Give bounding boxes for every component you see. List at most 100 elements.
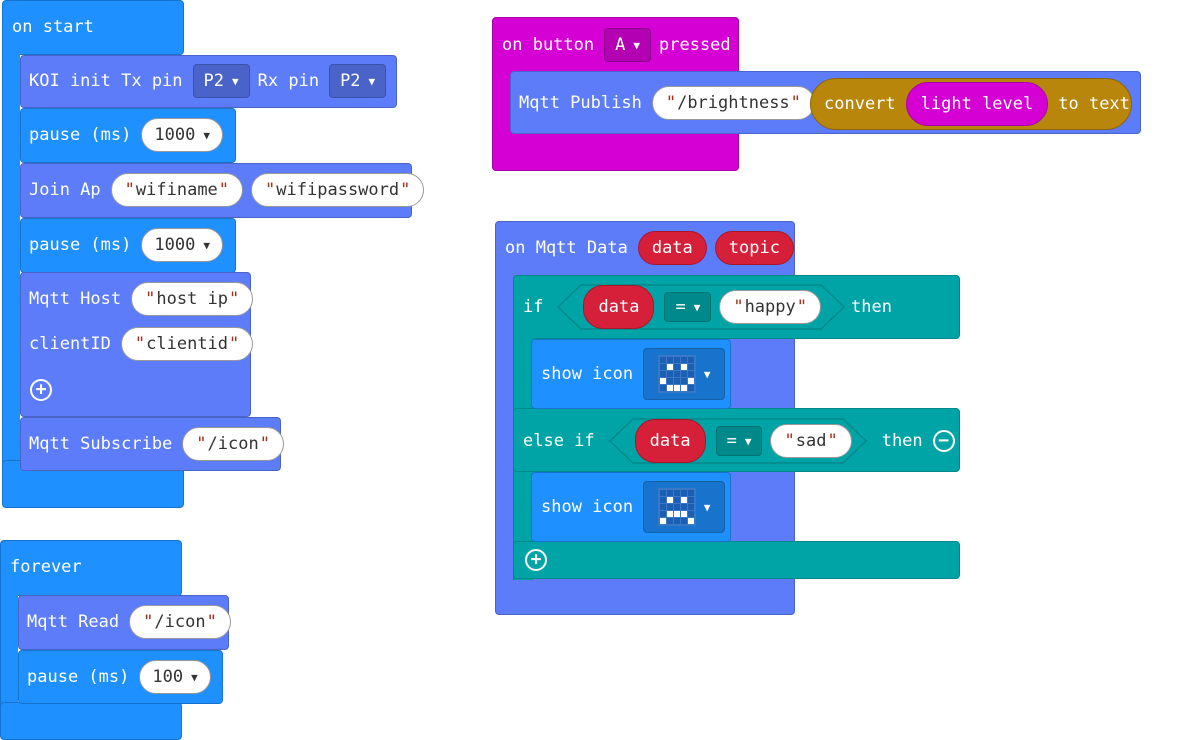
operator-dropdown[interactable]: =▼ <box>664 292 712 322</box>
ssid-value: wifiname <box>135 180 218 200</box>
led-off <box>673 497 680 503</box>
chevron-down-icon: ▼ <box>703 367 711 381</box>
led-off <box>687 364 694 370</box>
led-off <box>687 357 694 363</box>
led-off <box>659 364 666 370</box>
then-label: then <box>881 431 923 451</box>
rx-pin-value: P2 <box>340 71 361 91</box>
compare-block[interactable]: data =▼ "happy" <box>557 284 846 330</box>
pause-value: 1000 <box>154 125 196 145</box>
rx-pin-dropdown[interactable]: P2 ▼ <box>329 64 387 98</box>
icon-picker[interactable]: ▼ <box>643 348 726 400</box>
led-off <box>659 497 666 503</box>
led-on <box>680 364 687 370</box>
led-off <box>687 490 694 496</box>
topic-param[interactable]: topic <box>714 231 794 265</box>
pause-value-input[interactable]: 1000▼ <box>141 118 223 152</box>
icon-picker[interactable]: ▼ <box>643 481 726 533</box>
else-if-label: else if <box>523 431 595 451</box>
led-on <box>666 364 673 370</box>
tx-pin-dropdown[interactable]: P2▼ <box>192 64 250 98</box>
then-label: then <box>851 297 892 317</box>
convert-label: convert <box>824 94 896 114</box>
chevron-down-icon: ▼ <box>368 74 376 88</box>
led-on <box>680 497 687 503</box>
read-topic-input[interactable]: "/icon" <box>129 605 231 639</box>
data-variable[interactable]: data <box>634 419 706 463</box>
data-param-label: data <box>651 238 693 258</box>
operator-value: = <box>675 297 686 317</box>
led-off <box>666 504 673 510</box>
led-off <box>680 371 687 377</box>
host-input[interactable]: "host ip" <box>131 282 254 316</box>
publish-topic-value: /brightness <box>677 93 790 113</box>
led-off <box>687 385 694 391</box>
operator-dropdown[interactable]: =▼ <box>715 426 763 456</box>
led-off <box>659 511 666 517</box>
compare-value: happy <box>744 297 796 317</box>
led-off <box>680 504 687 510</box>
chevron-down-icon: ▼ <box>744 434 752 448</box>
chevron-down-icon: ▼ <box>693 300 701 314</box>
compare-value-input[interactable]: "sad" <box>770 424 852 458</box>
publish-topic-input[interactable]: "/brightness" <box>651 86 815 120</box>
led-off <box>680 357 687 363</box>
password-input[interactable]: "wifipassword" <box>251 173 425 207</box>
led-off <box>680 378 687 384</box>
add-else-if-icon[interactable]: + <box>525 549 547 571</box>
led-on <box>666 385 673 391</box>
led-off <box>673 490 680 496</box>
led-off <box>666 371 673 377</box>
led-off <box>659 490 666 496</box>
led-off <box>659 504 666 510</box>
led-off <box>687 504 694 510</box>
data-variable[interactable]: data <box>583 285 655 329</box>
led-on <box>666 511 673 517</box>
led-on <box>680 511 687 517</box>
chevron-down-icon: ▼ <box>703 500 711 514</box>
client-id-input[interactable]: "clientid" <box>120 327 254 361</box>
add-parameter-icon[interactable]: + <box>30 379 52 401</box>
ssid-input[interactable]: "wifiname" <box>110 173 244 207</box>
client-id-value: clientid <box>146 334 229 354</box>
compare-value-input[interactable]: "happy" <box>719 290 821 324</box>
operator-value: = <box>726 431 737 451</box>
data-variable-label: data <box>649 431 691 451</box>
show-icon-label: show icon <box>541 497 634 517</box>
data-param[interactable]: data <box>637 231 707 265</box>
light-level-block[interactable]: light level <box>905 82 1049 126</box>
mqtt-publish-label: Mqtt Publish <box>519 93 642 113</box>
to-text-label: to text <box>1058 94 1130 114</box>
client-id-label: clientID <box>29 334 111 354</box>
led-on <box>687 378 694 384</box>
subscribe-topic-input[interactable]: "/icon" <box>182 427 284 461</box>
compare-value: sad <box>795 431 827 451</box>
compare-block[interactable]: data =▼ "sad" <box>608 418 867 464</box>
led-off <box>666 357 673 363</box>
subscribe-topic-value: /icon <box>207 434 259 454</box>
led-on <box>659 518 666 524</box>
led-off <box>666 518 673 524</box>
data-variable-label: data <box>598 297 640 317</box>
led-off <box>673 371 680 377</box>
chevron-down-icon: ▼ <box>191 670 198 684</box>
led-off <box>680 518 687 524</box>
on-mqtt-data-label: on Mqtt Data <box>505 238 628 258</box>
remove-else-if-icon[interactable]: − <box>932 430 955 452</box>
show-icon-label: show icon <box>541 364 634 384</box>
led-off <box>687 371 694 377</box>
led-off <box>659 357 666 363</box>
tx-pin-value: P2 <box>203 71 225 91</box>
read-topic-value: /icon <box>154 612 206 632</box>
led-on <box>666 497 673 503</box>
led-on <box>673 511 680 517</box>
led-off <box>687 497 694 503</box>
pause-value-input[interactable]: 100▼ <box>139 660 211 694</box>
on-start-label: on start <box>12 17 94 37</box>
rx-pin-label: Rx pin <box>257 71 320 91</box>
happy-face-icon <box>657 355 696 393</box>
join-ap-label: Join Ap <box>29 180 101 200</box>
button-dropdown[interactable]: A▼ <box>604 28 651 62</box>
pause-value-input[interactable]: 1000▼ <box>141 228 223 262</box>
pause-label: pause (ms) <box>27 667 130 687</box>
